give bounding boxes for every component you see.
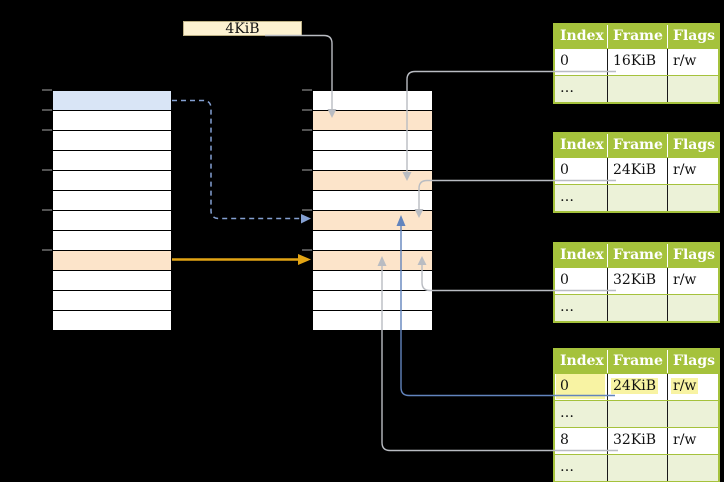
- cell-frame: 24KiB: [608, 158, 668, 184]
- memory-cell-orange: [313, 251, 432, 271]
- memory-cell-white: [313, 151, 432, 171]
- memory-cell-orange: [53, 251, 171, 271]
- header-cell-frame: Frame: [608, 244, 668, 267]
- header-cell-flags: Flags: [673, 137, 715, 153]
- memory-cell-white: [53, 111, 171, 131]
- physical-memory-column: [313, 90, 432, 331]
- virtual-memory-column: [53, 90, 171, 331]
- memory-cell-white: [53, 311, 171, 331]
- table-row: …: [555, 400, 718, 427]
- cell-frame: [608, 401, 668, 427]
- memory-cell-white: [313, 91, 432, 111]
- cell-index: 0: [555, 374, 608, 400]
- cell-flags: r/w: [673, 272, 697, 288]
- header-cell-flags: Flags: [673, 28, 715, 44]
- table-row: 0 24KiB r/w: [555, 373, 718, 400]
- cell-frame: 32KiB: [608, 428, 668, 454]
- cell-index: 0: [555, 158, 608, 184]
- cell-frame: 16KiB: [608, 49, 668, 75]
- memory-cell-orange: [313, 211, 432, 231]
- cell-frame: [608, 295, 668, 321]
- highlight-text: r/w: [671, 378, 699, 394]
- memory-cell-white: [313, 231, 432, 251]
- memory-cell-white: [313, 271, 432, 291]
- table-row: …: [555, 75, 718, 102]
- header-cell-index: Index: [555, 134, 608, 157]
- cell-flags: [668, 401, 718, 427]
- cell-flags: [668, 455, 718, 481]
- header-cell-frame: Frame: [608, 134, 668, 157]
- table-row: …: [555, 294, 718, 321]
- table-row: …: [555, 184, 718, 211]
- header-cell-flags: Flags: [673, 353, 715, 369]
- header-cell-frame: Frame: [608, 350, 668, 373]
- cell-index: 8: [555, 428, 608, 454]
- cell-frame: 32KiB: [608, 268, 668, 294]
- memory-cell-white: [313, 191, 432, 211]
- page-size-label-text: 4KiB: [225, 21, 260, 37]
- cell-flags: r/w: [673, 53, 697, 69]
- cell-frame: [608, 185, 668, 211]
- cell-flags: r/w: [673, 432, 697, 448]
- cell-index: …: [555, 295, 608, 321]
- cell-flags: r/w: [673, 162, 697, 178]
- cell-flags: [668, 185, 718, 211]
- memory-cell-orange: [313, 171, 432, 191]
- memory-cell-white: [53, 271, 171, 291]
- cell-index: …: [555, 401, 608, 427]
- header-cell-index: Index: [555, 350, 608, 373]
- memory-cell-white: [53, 191, 171, 211]
- memory-cell-white: [53, 211, 171, 231]
- memory-cell-white: [53, 131, 171, 151]
- header-cell-index: Index: [555, 25, 608, 48]
- cell-flags: [668, 295, 718, 321]
- memory-cell-white: [313, 131, 432, 151]
- cell-index: 0: [555, 268, 608, 294]
- arrowhead-right-icon: [301, 214, 311, 224]
- memory-cell-white: [313, 291, 432, 311]
- memory-cell-white: [53, 151, 171, 171]
- highlight-text: 0: [556, 374, 605, 399]
- cell-frame: 24KiB: [608, 374, 668, 400]
- cell-index: …: [555, 76, 608, 102]
- cell-index: …: [555, 185, 608, 211]
- memory-cell-white: [53, 231, 171, 251]
- header-cell-index: Index: [555, 244, 608, 267]
- page-size-label: 4KiB: [183, 21, 302, 36]
- memory-cell-white: [53, 291, 171, 311]
- table-row: …: [555, 454, 718, 481]
- cell-frame: [608, 76, 668, 102]
- header-cell-frame: Frame: [608, 25, 668, 48]
- cell-frame: [608, 455, 668, 481]
- memory-cell-white: [53, 171, 171, 191]
- header-cell-flags: Flags: [673, 247, 715, 263]
- memory-cell-orange: [313, 111, 432, 131]
- cell-flags: [668, 76, 718, 102]
- memory-cell-white: [313, 311, 432, 331]
- cell-index: 0: [555, 49, 608, 75]
- arrow-virtual-page0-dashed: [172, 99, 301, 220]
- highlight-text: 24KiB: [611, 378, 659, 394]
- cell-index: …: [555, 455, 608, 481]
- cell-flags: r/w: [668, 374, 718, 400]
- arrowhead-right-icon: [298, 254, 311, 265]
- memory-cell-blue: [53, 91, 171, 111]
